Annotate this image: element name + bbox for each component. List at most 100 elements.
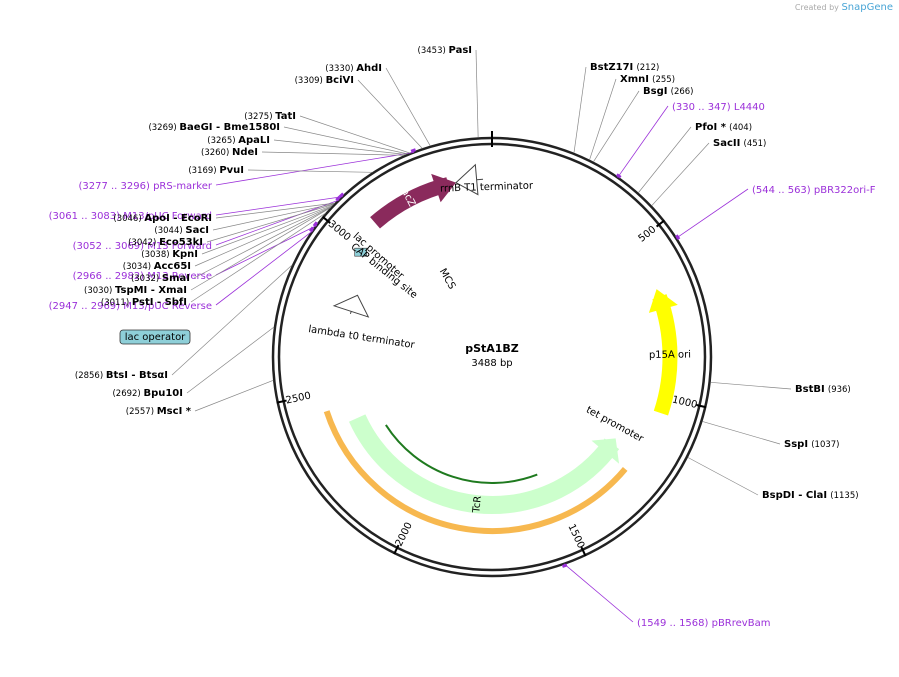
site-label[interactable]: (3034) Acc65I xyxy=(123,261,191,272)
site-leader xyxy=(710,381,792,390)
tick-mark xyxy=(321,215,331,224)
feature-text-label: MCS xyxy=(437,267,457,292)
tick-mark xyxy=(580,546,587,557)
site-label[interactable]: BstBI (936) xyxy=(795,384,851,395)
site-label[interactable]: (3032) SmaI xyxy=(131,273,190,284)
feature-TcR[interactable] xyxy=(348,414,620,514)
primer-bind-mark xyxy=(312,221,319,227)
feature-text-label: rrnB T1 terminator xyxy=(440,181,534,195)
site-label[interactable]: (3275) TatI xyxy=(244,111,296,122)
lac-operator-badge[interactable] xyxy=(119,329,191,345)
tick-label: 500 xyxy=(637,224,659,244)
site-label[interactable]: PfoI * (404) xyxy=(695,122,752,133)
site-label[interactable]: (3169) PvuI xyxy=(188,165,244,176)
site-label[interactable]: (3038) KpnI xyxy=(141,249,198,260)
site-label[interactable]: XmnI (255) xyxy=(620,74,675,85)
site-label[interactable]: SacII (451) xyxy=(713,138,766,149)
primer-bind-mark xyxy=(410,148,417,153)
site-label[interactable]: BsgI (266) xyxy=(643,86,694,97)
feature-label-TcR: TcR xyxy=(471,495,484,514)
tick-mark xyxy=(655,219,666,228)
feature-text-label: lambda t0 terminator xyxy=(308,324,417,351)
site-label[interactable]: (3265) ApaLI xyxy=(207,135,270,146)
site-leader xyxy=(589,78,617,160)
tcr-inner-arrow xyxy=(385,424,538,484)
site-leader xyxy=(247,169,373,173)
feature-label-p15A: p15A ori xyxy=(649,349,691,361)
site-label[interactable]: (3309) BciVI xyxy=(295,75,354,86)
primer-label[interactable]: (2947 .. 2969) M13/pUC Reverse xyxy=(49,301,212,312)
site-leader xyxy=(593,90,640,162)
site-label[interactable]: (3330) AhdI xyxy=(325,63,382,74)
site-label[interactable]: (3011) PstI - SbfI xyxy=(101,297,187,308)
site-leader xyxy=(687,457,759,496)
site-leader xyxy=(194,206,332,267)
snapgene-logo-text: SnapGene xyxy=(841,2,893,13)
site-leader xyxy=(651,142,710,206)
feature-arrowhead-p15A xyxy=(648,289,678,313)
site-leader xyxy=(186,326,275,394)
primer-label[interactable]: (3052 .. 3069) M13 Forward xyxy=(73,241,212,252)
site-label[interactable]: (3453) PasI xyxy=(418,45,472,56)
site-leader xyxy=(702,421,781,445)
feature-arrowhead-lacZa xyxy=(431,173,457,203)
site-label[interactable]: (3046) ApoI - EcoRI xyxy=(113,213,212,224)
site-label[interactable]: SspI (1037) xyxy=(784,439,840,450)
primer-label[interactable]: (3277 .. 3296) pRS-marker xyxy=(78,181,212,192)
tcr-coding-band xyxy=(323,410,628,534)
primer-label[interactable]: (330 .. 347) L4440 xyxy=(672,102,765,113)
site-leader xyxy=(201,205,333,255)
tick-mark xyxy=(696,404,707,409)
site-label[interactable]: BspDI - ClaI (1135) xyxy=(762,490,859,501)
primer-leader xyxy=(215,199,340,246)
site-leader xyxy=(190,207,331,291)
site-label[interactable]: (3044) SacI xyxy=(154,225,209,236)
tick-label: 2000 xyxy=(394,521,415,549)
primer-label[interactable]: (3061 .. 3083) M13/pUC Forward xyxy=(49,211,212,222)
primer-marks[interactable]: (544 .. 563) pBR322ori-F (330 .. 347) L44… xyxy=(49,102,876,629)
site-label[interactable]: (3260) NdeI xyxy=(201,147,258,158)
feature-arrowhead-TcR xyxy=(591,438,620,464)
site-leader xyxy=(273,139,407,155)
site-label[interactable]: (3042) Eco53kI xyxy=(128,237,203,248)
primer-leader xyxy=(675,188,749,239)
plasmid-name: pStA1BZ xyxy=(465,342,519,355)
tick-mark xyxy=(276,399,287,404)
site-leader xyxy=(193,206,332,279)
site-label[interactable]: (3269) BaeGI - Bme1580I xyxy=(148,122,280,133)
tick-mark xyxy=(393,544,400,555)
site-label[interactable]: BstZ17I (212) xyxy=(590,62,659,73)
site-label[interactable]: (2856) BtsI - BtsαI xyxy=(75,370,168,381)
primer-leader xyxy=(215,224,318,276)
site-leader xyxy=(573,66,587,153)
site-label[interactable]: (2557) MscI * xyxy=(126,406,192,417)
site-leader xyxy=(212,203,335,231)
tick-label: 2500 xyxy=(285,391,312,407)
primer-leader xyxy=(215,151,415,186)
primer-label[interactable]: (1549 .. 1568) pBRrevBam xyxy=(637,618,770,629)
restriction-sites[interactable]: BstZ17I (212)XmnI (255)BsgI (266) PfoI * … xyxy=(75,45,859,501)
site-leader xyxy=(215,202,335,219)
lac-operator-block[interactable] xyxy=(354,247,368,257)
tick-label: 1500 xyxy=(565,523,586,551)
tick-label: 1000 xyxy=(671,394,698,411)
site-leader xyxy=(475,49,479,138)
site-leader xyxy=(190,213,326,303)
primer-label[interactable]: (544 .. 563) pBR322ori-F xyxy=(752,185,876,196)
primer-bind-mark xyxy=(309,226,315,233)
site-leader xyxy=(194,380,274,412)
plasmid-length: 3488 bp xyxy=(471,358,512,369)
site-label[interactable]: (2692) Bpu10I xyxy=(112,388,183,399)
primer-label[interactable]: (2966 .. 2982) M13 Reverse xyxy=(73,271,212,282)
lac-operator-label: lac operator xyxy=(125,332,186,343)
site-leader xyxy=(261,151,405,156)
primer-leader xyxy=(563,563,634,623)
primer-bind-mark xyxy=(338,192,345,198)
primer-leader xyxy=(215,230,314,306)
site-leader xyxy=(357,79,423,149)
site-label[interactable]: (3030) TspMI - XmaI xyxy=(84,285,187,296)
feature-text-label: CAP binding site xyxy=(349,242,420,301)
site-leader xyxy=(385,67,431,147)
